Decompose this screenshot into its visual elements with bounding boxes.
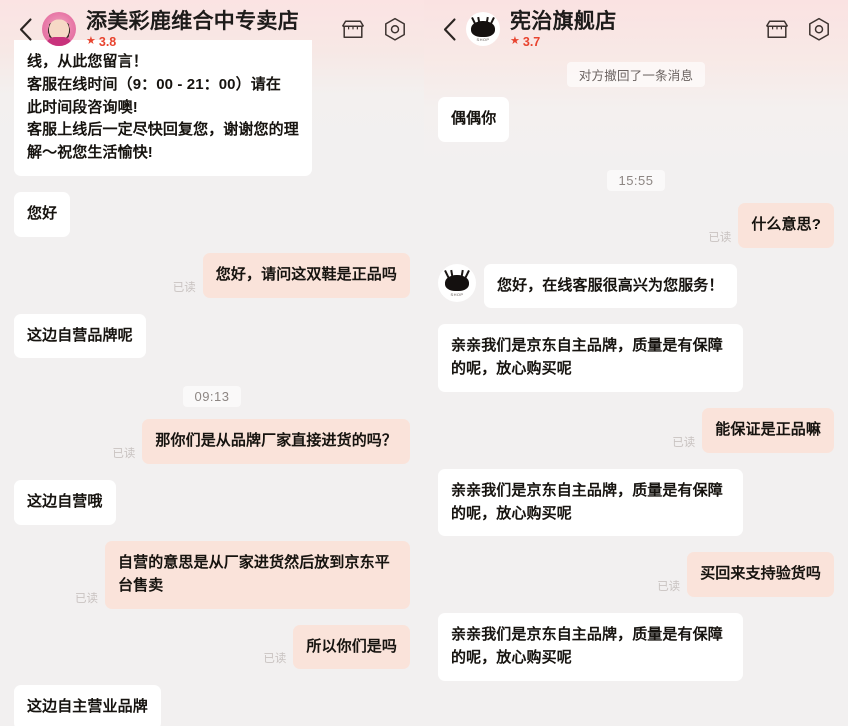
message-row-incoming: 这边自营品牌呢: [14, 313, 410, 359]
message-list-left[interactable]: 线，从此您留言！ 客服在线时间（9：00 - 21：00）请在 此时间段咨询噢!…: [0, 40, 424, 726]
message-row-incoming: 亲亲我们是京东自主品牌，质量是有保障的呢，放心购买呢: [438, 324, 834, 392]
message-row-outgoing: 已读买回来支持验货吗: [438, 552, 834, 598]
header-actions: [340, 16, 408, 42]
message-bubble-incoming[interactable]: 亲亲我们是京东自主品牌，质量是有保障的呢，放心购买呢: [438, 613, 743, 681]
message-row-incoming: 您好: [14, 191, 410, 237]
timestamp-row: 15:55: [438, 169, 834, 191]
message-bubble-incoming[interactable]: 您好: [14, 191, 71, 237]
message-row-outgoing: 已读自营的意思是从厂家进货然后放到京东平台售卖: [14, 540, 410, 609]
message-row-outgoing: 已读能保证是正品嘛: [438, 407, 834, 453]
message-row-incoming: 亲亲我们是京东自主品牌，质量是有保障的呢，放心购买呢: [438, 613, 834, 681]
message-row-outgoing: 已读所以你们是吗: [14, 624, 410, 670]
message-bubble-incoming[interactable]: 偶偶你: [438, 97, 510, 142]
sender-avatar[interactable]: SHOP: [438, 263, 476, 302]
timestamp: 09:13: [183, 386, 241, 408]
message-row-outgoing: 已读您好，请问这双鞋是正品吗: [14, 252, 410, 298]
message-row-outgoing: 已读什么意思?: [438, 202, 834, 248]
timestamp-row: 09:13: [14, 386, 410, 408]
message-row-incoming: 亲亲我们是京东自主品牌，质量是有保障的呢，放心购买呢: [438, 468, 834, 537]
message-row-incoming: 线，从此您留言！ 客服在线时间（9：00 - 21：00）请在 此时间段咨询噢!…: [14, 40, 410, 176]
message-bubble-outgoing[interactable]: 能保证是正品嘛: [702, 407, 834, 453]
message-bubble-outgoing[interactable]: 买回来支持验货吗: [687, 552, 834, 598]
message-bubble-outgoing[interactable]: 自营的意思是从厂家进货然后放到京东平台售卖: [105, 540, 410, 609]
message-bubble-incoming[interactable]: 这边自营品牌呢: [14, 313, 146, 359]
shop-meta: 添美彩鹿维合中专卖店★3.8: [86, 10, 332, 48]
message-bubble-incoming[interactable]: 线，从此您留言！ 客服在线时间（9：00 - 21：00）请在 此时间段咨询噢!…: [14, 40, 312, 176]
message-bubble-incoming[interactable]: 您好，在线客服很高兴为您服务！: [484, 263, 737, 309]
message-row-outgoing: 已读那你们是从品牌厂家直接进货的吗？: [14, 419, 410, 465]
read-receipt: 已读: [172, 281, 196, 294]
message-row-incoming: 偶偶你: [438, 97, 834, 142]
message-row-incoming: 这边自主营业品牌: [14, 685, 410, 726]
storefront-icon[interactable]: [764, 16, 790, 42]
read-receipt: 已读: [657, 581, 681, 594]
chat-header-left: 添美彩鹿维合中专卖店★3.8: [0, 0, 424, 58]
message-bubble-incoming[interactable]: 亲亲我们是京东自主品牌，质量是有保障的呢，放心购买呢: [438, 468, 743, 537]
header-actions: [764, 16, 832, 42]
message-bubble-incoming[interactable]: 亲亲我们是京东自主品牌，质量是有保障的呢，放心购买呢: [438, 324, 743, 392]
shop-name: 宪治旗舰店: [510, 9, 617, 33]
message-bubble-outgoing[interactable]: 您好，请问这双鞋是正品吗: [202, 252, 410, 298]
shop-name: 添美彩鹿维合中专卖店: [86, 9, 299, 33]
read-receipt: 已读: [708, 231, 732, 244]
star-icon: ★: [510, 35, 520, 48]
customer-service-avatar[interactable]: [42, 12, 76, 46]
read-receipt: 已读: [263, 653, 287, 666]
timestamp: 15:55: [607, 169, 665, 191]
rating-value: 3.8: [98, 34, 117, 49]
shop-meta: 宪治旗舰店★3.7: [510, 10, 756, 48]
system-notice: 对方撤回了一条消息: [566, 62, 706, 87]
shop-logo-avatar[interactable]: SHOP: [466, 12, 500, 46]
shop-rating: ★3.7: [510, 34, 756, 49]
shop-rating: ★3.8: [86, 34, 332, 49]
star-icon: ★: [86, 35, 96, 48]
system-notice-row: 对方撤回了一条消息: [438, 62, 834, 87]
read-receipt: 已读: [75, 592, 98, 605]
hexagon-settings-icon[interactable]: [806, 16, 832, 42]
back-button[interactable]: [10, 11, 40, 47]
back-button[interactable]: [434, 11, 464, 47]
message-bubble-incoming[interactable]: 这边自营哦: [14, 480, 116, 525]
message-row-incoming: 这边自营哦: [14, 480, 410, 525]
storefront-icon[interactable]: [340, 16, 366, 42]
message-bubble-outgoing[interactable]: 什么意思?: [738, 202, 834, 248]
read-receipt: 已读: [112, 448, 136, 461]
message-bubble-outgoing[interactable]: 所以你们是吗: [293, 624, 410, 670]
rating-value: 3.7: [522, 34, 541, 49]
message-bubble-outgoing[interactable]: 那你们是从品牌厂家直接进货的吗？: [142, 419, 410, 465]
message-bubble-incoming[interactable]: 这边自主营业品牌: [14, 685, 161, 726]
hexagon-settings-icon[interactable]: [382, 16, 408, 42]
read-receipt: 已读: [672, 436, 696, 449]
